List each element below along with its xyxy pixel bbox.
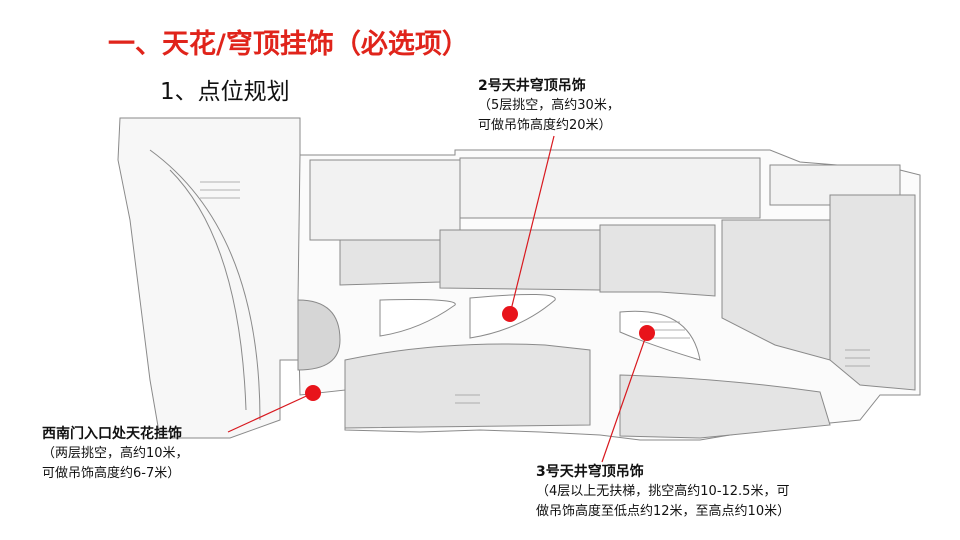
callout-atrium-2-line-1: （5层挑空，高约30米， [478, 98, 620, 113]
callout-atrium-3-title: 3号天井穹顶吊饰 [536, 464, 644, 480]
shop-north-1 [339, 239, 441, 286]
leader-atrium-2 [509, 135, 555, 315]
callout-atrium-2-title: 2号天井穹顶吊饰 [478, 78, 586, 94]
service-block-b [459, 157, 761, 219]
service-block-a [309, 159, 461, 241]
marker-atrium-3 [639, 325, 655, 341]
shop-south-1 [344, 343, 591, 429]
callout-atrium-3-line-2: 做吊饰高度至低点约12米，至高点约10米） [536, 504, 791, 519]
leader-atrium-3 [601, 332, 648, 463]
callout-west-entrance: 西南门入口处天花挂饰 （两层挑空，高约10米， 可做吊饰高度约6-7米） [42, 424, 189, 484]
shop-north-3 [599, 224, 716, 297]
rotunda [297, 299, 341, 371]
callout-west-entrance-line-1: （两层挑空，高约10米， [42, 446, 189, 461]
west-wing-outline [117, 117, 319, 439]
section-subtitle: 1、点位规划 [160, 79, 290, 105]
callout-atrium-2-line-2: 可做吊饰高度约20米） [478, 118, 612, 133]
marker-atrium-2 [502, 306, 518, 322]
atrium-1-void [379, 299, 456, 337]
west-curve [149, 149, 261, 421]
shop-north-2 [439, 229, 601, 291]
callout-atrium-2: 2号天井穹顶吊饰 （5层挑空，高约30米， 可做吊饰高度约20米） [478, 76, 620, 136]
leader-west-entrance [227, 392, 314, 433]
callout-west-entrance-title: 西南门入口处天花挂饰 [42, 426, 182, 442]
atrium-3-void [619, 310, 701, 361]
callout-atrium-3-line-1: （4层以上无扶梯，挑空高约10-12.5米，可 [536, 484, 790, 499]
slide-title: 一、天花/穹顶挂饰（必选项） [108, 29, 469, 60]
shop-north-4 [721, 219, 831, 361]
west-curve-inner [169, 169, 247, 411]
marker-west-entrance [305, 385, 321, 401]
callout-atrium-3: 3号天井穹顶吊饰 （4层以上无扶梯，挑空高约10-12.5米，可 做吊饰高度至低… [536, 462, 790, 522]
callout-west-entrance-line-2: 可做吊饰高度约6-7米） [42, 466, 181, 481]
shop-east [829, 194, 916, 391]
shop-south-2 [619, 374, 831, 439]
